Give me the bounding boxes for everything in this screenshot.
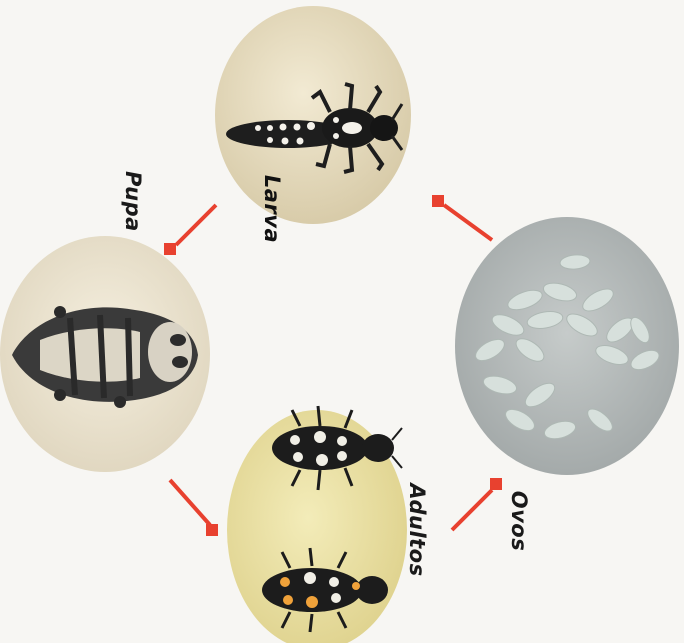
adult-beetles-photo — [227, 406, 407, 643]
stage-label-larva: Larva — [258, 174, 284, 244]
pupa-photo — [0, 236, 210, 472]
arrow-adults-to-eggs — [452, 478, 502, 530]
arrow-eggs-to-larva — [432, 195, 492, 240]
arrow-larva-to-pupa — [164, 205, 216, 255]
arrow-pupa-to-adults — [170, 480, 218, 536]
stage-label-pupa: Pupa — [119, 171, 145, 231]
larva-photo — [215, 6, 411, 224]
stage-label-adultos: Adultos — [403, 480, 429, 580]
eggs-photo — [455, 217, 679, 475]
stage-label-ovos: Ovos — [505, 486, 531, 556]
